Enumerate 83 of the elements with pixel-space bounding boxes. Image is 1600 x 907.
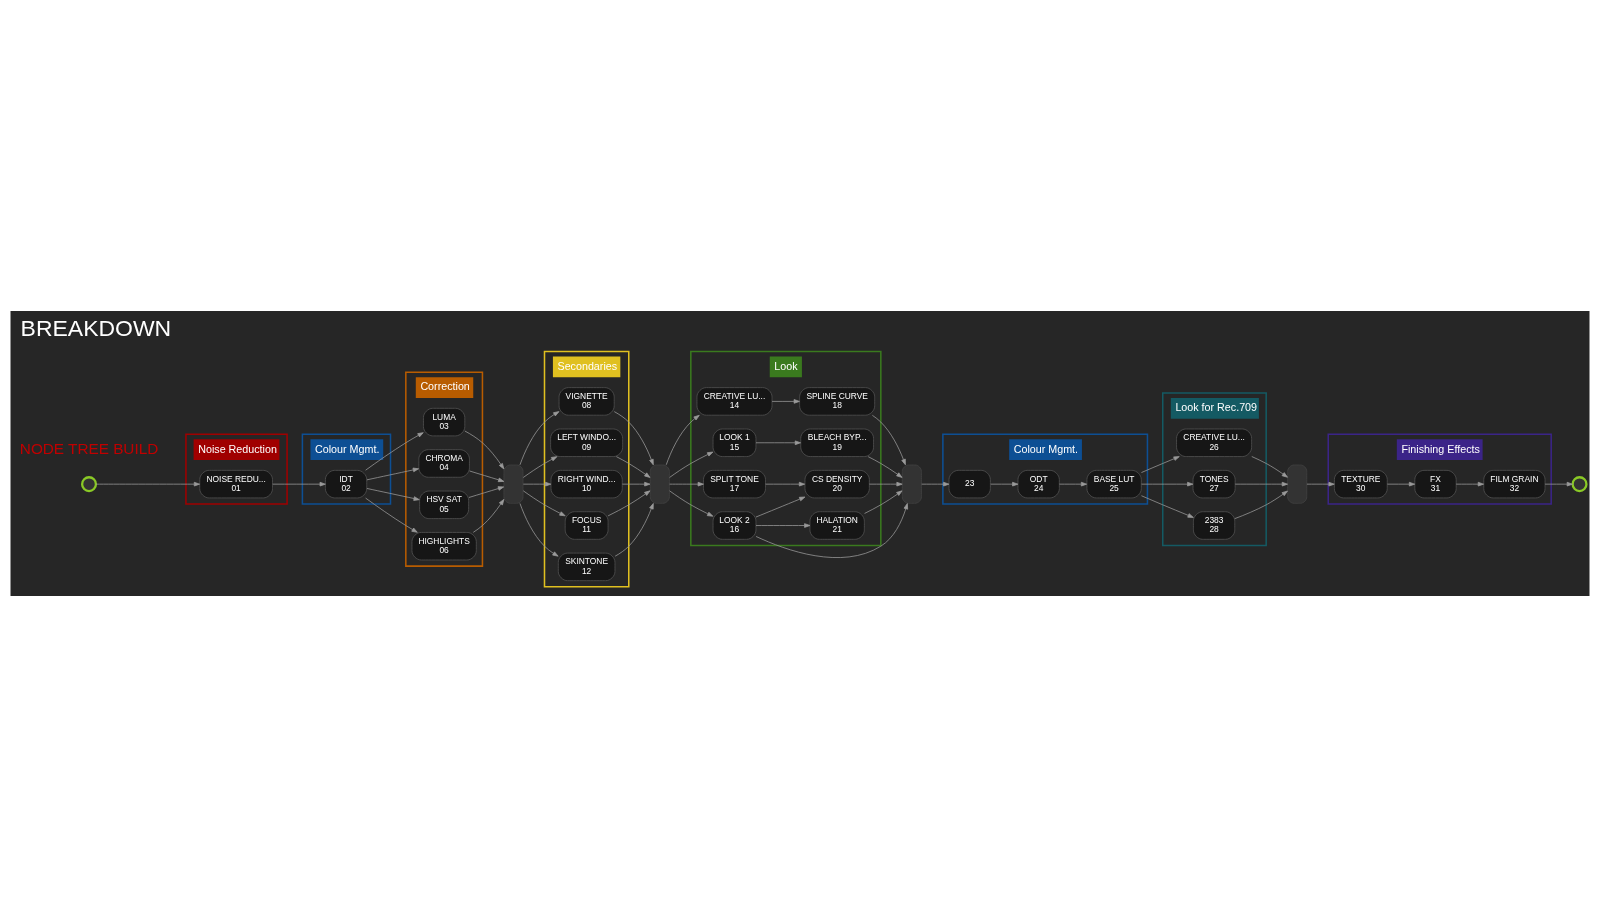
node-box: LUMA 03 [423, 407, 466, 437]
node-box: SKINTONE 12 [557, 552, 616, 582]
arrow [1141, 456, 1180, 473]
arrow [519, 411, 560, 466]
arrow [1141, 495, 1194, 518]
arrow [990, 481, 1019, 487]
arrow [867, 456, 903, 478]
arrow [755, 503, 909, 558]
node-box [649, 464, 670, 504]
arrow [665, 414, 700, 466]
arrow [522, 481, 552, 487]
node-box: NOISE REDU... 01 [199, 469, 273, 499]
node-box: 23 [948, 469, 991, 499]
node-box: BLEACH BYP... 19 [800, 428, 874, 457]
node-box: HSV SAT 05 [419, 490, 470, 519]
arrow [607, 490, 651, 517]
arrow [472, 499, 505, 533]
arrow [272, 481, 326, 487]
arrow [469, 470, 505, 483]
node-box: CS DENSITY 20 [804, 469, 870, 499]
node-box: VIGNETTE 08 [558, 387, 615, 416]
arrow [669, 481, 704, 487]
arrow [755, 523, 811, 528]
node-box: HIGHLIGHTS 06 [411, 532, 477, 561]
node-box: RIGHT WIND... 10 [550, 469, 623, 499]
arrow [765, 481, 806, 487]
arrow [1306, 481, 1335, 487]
arrow [1455, 481, 1484, 487]
node-box: SPLINE CURVE 18 [799, 387, 876, 416]
diagram-title: BREAKDOWN [20, 314, 172, 341]
arrow [366, 467, 419, 481]
arrow [468, 486, 505, 498]
label: NODE TREE BUILD [19, 439, 159, 457]
arrow [616, 456, 651, 478]
arrow [365, 497, 418, 533]
node-circle [1571, 476, 1588, 493]
node-box: SPLIT TONE 17 [703, 469, 766, 499]
arrow [613, 411, 654, 466]
node-box [503, 464, 524, 504]
arrow [669, 490, 714, 517]
arrow [1387, 481, 1416, 487]
arrow [1251, 456, 1288, 478]
arrow [95, 481, 200, 487]
arrow [366, 488, 420, 501]
node-circle [81, 476, 98, 493]
arrow [1234, 481, 1288, 487]
arrow [1544, 481, 1573, 487]
arrow [669, 451, 714, 478]
arrow [755, 440, 801, 446]
node-box: LOOK 1 15 [712, 428, 757, 457]
node-box: 2383 28 [1193, 511, 1236, 540]
node-box: LEFT WINDO... 09 [550, 428, 624, 457]
arrow [622, 481, 651, 487]
node-box: LOOK 2 16 [712, 511, 757, 540]
arrow [872, 414, 906, 466]
arrow [755, 496, 806, 518]
node-box: ODT 24 [1017, 469, 1060, 499]
arrow [1141, 481, 1194, 487]
arrow [1234, 490, 1288, 519]
node-box [1287, 464, 1308, 504]
arrow [614, 503, 654, 557]
node-box: FX 31 [1414, 469, 1457, 499]
arrow [771, 399, 800, 404]
arrow [464, 430, 505, 470]
node-box: HALATION 21 [809, 511, 865, 540]
arrow [365, 432, 424, 471]
node-box [901, 464, 922, 504]
node-box: CHROMA 04 [418, 449, 470, 478]
arrow [921, 481, 950, 487]
node-box: TEXTURE 30 [1334, 469, 1388, 499]
arrow [522, 490, 566, 517]
node-box: FOCUS 11 [564, 511, 609, 540]
node-box: FILM GRAIN 32 [1483, 469, 1546, 499]
node-box: CREATIVE LU... 14 [696, 387, 773, 416]
node-box: TONES 27 [1192, 469, 1236, 499]
arrow [519, 503, 559, 557]
node-box: IDT 02 [325, 469, 368, 499]
arrow [869, 481, 903, 487]
node-box: BASE LUT 25 [1086, 469, 1142, 499]
arrow [1059, 481, 1088, 487]
node-box: CREATIVE LU... 26 [1176, 428, 1252, 457]
arrow [864, 490, 903, 514]
arrow [522, 456, 558, 478]
